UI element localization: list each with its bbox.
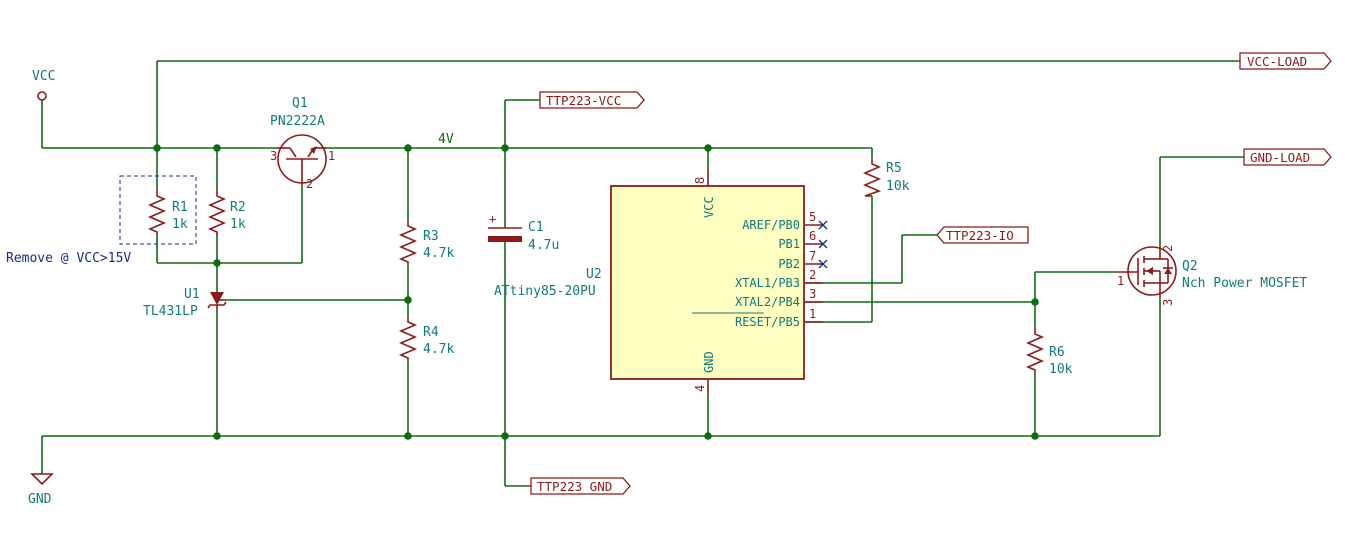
- r1-ref: R1: [172, 200, 188, 215]
- polarized-capacitor-icon: [488, 236, 522, 242]
- wires: [41, 60, 1244, 487]
- u2-pin-num: 7: [809, 249, 816, 263]
- u2-pin-name: XTAL1/PB3: [735, 276, 800, 290]
- nmos-transistor-icon: [1127, 246, 1177, 296]
- vcc-load-text: VCC-LOAD: [1247, 54, 1307, 69]
- resistor-icon: [207, 190, 227, 236]
- r4-ref: R4: [423, 325, 439, 340]
- u2-pin-name: RESET/PB5: [735, 315, 800, 329]
- vcc-label: VCC: [32, 69, 55, 84]
- resistor-icon: [398, 220, 418, 266]
- gnd-load-text: GND-LOAD: [1250, 150, 1310, 165]
- resistor-r2: R2 1k: [207, 190, 246, 236]
- r2-value: 1k: [230, 217, 246, 232]
- c1-value: 4.7u: [528, 238, 559, 253]
- r3-value: 4.7k: [423, 246, 454, 261]
- transistor-q1: 3 1 2 Q1 PN2222A: [270, 96, 335, 191]
- global-label-gnd-load: GND-LOAD: [1243, 148, 1332, 166]
- global-label-ttp223-gnd: TTP223_GND: [530, 477, 631, 495]
- no-connect-icon: [818, 220, 828, 269]
- resistor-icon: [398, 316, 418, 362]
- resistor-r5: R5 10k: [862, 158, 910, 197]
- c1-ref: C1: [528, 220, 544, 235]
- r1-value: 1k: [172, 217, 188, 232]
- u2-gnd-pin-num: 4: [693, 385, 707, 392]
- global-label-ttp223-io: TTP223-IO: [936, 226, 1029, 244]
- ttp-vcc-text: TTP223-VCC: [546, 93, 621, 108]
- u2-ref: U2: [586, 267, 602, 282]
- junctions: [153, 144, 1039, 440]
- u2-pin-num: 2: [809, 268, 816, 282]
- q2-pin-s: 3: [1161, 299, 1175, 306]
- ground-icon: [30, 473, 54, 486]
- r4-value: 4.7k: [423, 342, 454, 357]
- note-box: [119, 175, 197, 245]
- u2-vcc-pin-name: VCC: [702, 196, 716, 218]
- global-label-vcc-load: VCC-LOAD: [1239, 52, 1332, 70]
- resistor-r3: R3 4.7k: [398, 220, 454, 266]
- u2-pin-name: XTAL2/PB4: [735, 295, 800, 309]
- u2-pin-num: 5: [809, 210, 816, 224]
- c1-plus: +: [489, 212, 496, 226]
- net-label-4v: 4V: [438, 132, 454, 147]
- gnd-label: GND: [28, 492, 52, 507]
- u1-value: TL431LP: [143, 304, 198, 319]
- mosfet-q2: 1 2 3 Q2 Nch Power MOSFET: [1117, 245, 1307, 306]
- resistor-r1: R1 1k: [147, 190, 188, 236]
- u2-gnd-pin-name: GND: [702, 351, 716, 373]
- resistor-r6: R6 10k: [1025, 328, 1073, 377]
- r5-value: 10k: [886, 179, 910, 194]
- r5-ref: R5: [886, 161, 902, 176]
- ttp-io-text: TTP223-IO: [946, 228, 1014, 243]
- microcontroller-u2: VCC 8 GND 4 AREF/PB0 5 PB1 6 PB2 7 XTAL1…: [494, 170, 828, 395]
- q1-pin-b: 2: [306, 177, 313, 191]
- r2-ref: R2: [230, 200, 246, 215]
- q1-value: PN2222A: [270, 114, 325, 129]
- vcc-power-symbol: VCC: [32, 69, 55, 101]
- u2-pin-num: 1: [809, 307, 816, 321]
- q1-pin-c: 3: [270, 149, 277, 163]
- u2-pin-name: PB2: [778, 257, 800, 271]
- r6-ref: R6: [1049, 345, 1065, 360]
- r3-ref: R3: [423, 229, 439, 244]
- gnd-power-symbol: GND: [28, 473, 54, 507]
- resistor-icon: [862, 158, 882, 197]
- note-text: Remove @ VCC>15V: [6, 251, 131, 266]
- resistor-r4: R4 4.7k: [398, 316, 454, 362]
- q2-ref: Q2: [1182, 259, 1198, 274]
- resistor-icon: [147, 190, 167, 236]
- q1-ref: Q1: [292, 96, 308, 111]
- u2-pin-num: 6: [809, 229, 816, 243]
- q1-pin-e: 1: [328, 149, 335, 163]
- capacitor-c1: + C1 4.7u: [488, 212, 559, 253]
- q2-pin-d: 2: [1161, 245, 1175, 252]
- resistor-icon: [1025, 328, 1045, 374]
- u2-value: ATtiny85-20PU: [494, 284, 596, 299]
- global-label-ttp223-vcc: TTP223-VCC: [539, 91, 645, 109]
- u2-pin-name: AREF/PB0: [742, 218, 800, 232]
- zener-diode-icon: [210, 292, 224, 305]
- u2-pin-name: PB1: [778, 237, 800, 251]
- u2-pin-num: 3: [809, 287, 816, 301]
- q2-pin-g: 1: [1117, 274, 1124, 288]
- shunt-regulator-u1: U1 TL431LP: [143, 287, 227, 319]
- u1-ref: U1: [184, 287, 200, 302]
- q2-value: Nch Power MOSFET: [1182, 276, 1307, 291]
- r6-value: 10k: [1049, 362, 1073, 377]
- u2-vcc-pin-num: 8: [693, 177, 707, 184]
- ttp-gnd-text: TTP223_GND: [537, 479, 612, 494]
- vcc-power-icon: [37, 91, 47, 101]
